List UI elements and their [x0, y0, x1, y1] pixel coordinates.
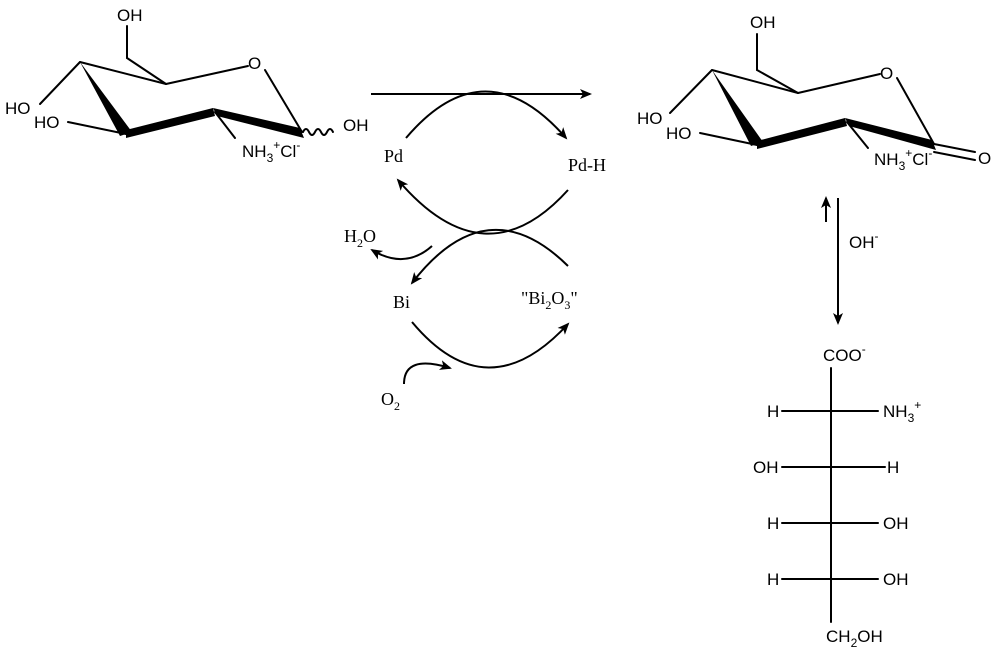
cl-text: Cl [912, 150, 928, 169]
wedge-c3-c2 [126, 108, 215, 138]
cl-charge: - [296, 138, 300, 152]
bi2o3-close: " [570, 288, 577, 308]
ho-left-label: HO [5, 99, 31, 118]
o2-input-arrow [403, 360, 452, 385]
ho-left-label: HO [637, 109, 663, 128]
row1-nh: NH [883, 402, 908, 421]
nh3-label: NH3+Cl- [242, 138, 300, 165]
hydrolysis-equilibrium: OH- [821, 196, 879, 325]
h2o-label: H2O [344, 226, 376, 250]
ho-lower-label: HO [34, 113, 60, 132]
bond-c4-c5 [711, 69, 799, 94]
pd-to-pdh-arc [405, 90, 568, 140]
bi-to-bi2o3-arc [411, 321, 570, 369]
ho-lower-label: HO [666, 124, 692, 143]
bi2o3-bi: "Bi [521, 288, 545, 308]
hydroxide-label: OH- [849, 229, 879, 252]
row4-left-label: H [767, 570, 779, 589]
o2-subscript: 2 [394, 399, 400, 413]
bond-c3-ho [699, 132, 758, 146]
carboxylate-label: COO- [823, 342, 866, 365]
nh3-text: NH [874, 150, 899, 169]
row3-right-label: OH [883, 514, 909, 533]
bi2o3-label: "Bi2O3" [521, 288, 578, 312]
wedge-c2-c1 [213, 108, 304, 138]
bond-carbonyl-2 [933, 151, 976, 161]
pd-h-label: Pd-H [568, 155, 606, 175]
carboxylate-text: COO [823, 346, 862, 365]
h2o-subscript: 2 [357, 236, 363, 250]
hydroxide-text: OH [849, 233, 875, 252]
pdh-to-pd-arc [396, 178, 569, 235]
wavy-bond-anomeric [302, 128, 334, 136]
bottom-sub: 2 [851, 636, 858, 650]
bond-o-c1 [264, 69, 303, 133]
row3-left-label: H [767, 514, 779, 533]
hydroxide-charge: - [875, 229, 879, 243]
oh-top-label: OH [750, 13, 776, 32]
bond-c5-o [165, 65, 249, 85]
bond-c5-o [797, 73, 881, 94]
bond-c4-ho [669, 69, 713, 114]
gluconolactone-product: OH O HO HO NH3+Cl- O [637, 13, 991, 173]
wedge-c3-c2 [757, 118, 847, 149]
ring-o-label: O [880, 64, 893, 83]
glucosamine-hydrochloride: OH O HO HO NH3+Cl- OH [5, 6, 369, 165]
row2-right-label: H [887, 458, 899, 477]
bi2o3-sub1: 2 [545, 298, 551, 312]
h2o-o: O [363, 226, 376, 246]
bond-c5-c6 [756, 69, 799, 94]
nh3-charge: + [273, 138, 280, 152]
nh3-subscript: 3 [899, 159, 906, 173]
row2-left-label: OH [753, 458, 779, 477]
h2o-release-arrow [370, 245, 433, 261]
carboxylate-charge: - [862, 342, 866, 356]
row1-left-label: H [767, 402, 779, 421]
nh3-charge: + [905, 146, 912, 160]
wedge-c4-c3 [712, 70, 763, 146]
o2-o: O [381, 389, 394, 409]
bond-c5-c6 [126, 57, 167, 85]
wedge-c2-c1 [845, 118, 936, 150]
cl-charge: - [928, 146, 932, 160]
row1-nh-sub: 3 [908, 411, 915, 425]
bi-label: Bi [393, 292, 410, 312]
bi2o3-to-bi-arc [410, 228, 569, 285]
bottom-oh: OH [857, 627, 883, 646]
bond-c4-c5 [79, 61, 167, 85]
bi2o3-sub2: 3 [564, 298, 570, 312]
bond-carbonyl-1 [933, 143, 976, 153]
bond-c4-ho [39, 61, 81, 105]
cl-text: Cl [280, 142, 296, 161]
oh-anomeric-label: OH [343, 116, 369, 135]
wedge-c4-c3 [80, 62, 132, 136]
nh3-label: NH3+Cl- [874, 146, 932, 173]
row4-right-label: OH [883, 570, 909, 589]
ring-o-label: O [248, 54, 261, 73]
catalytic-cycle: Pd Pd-H H2O Bi "Bi2O3" O2 [344, 90, 606, 413]
glucosaminate-fischer-projection: COO- H NH3+ OH H H OH H OH CH2OH [753, 342, 921, 650]
oh-top-label: OH [117, 6, 143, 25]
o2-label: O2 [381, 389, 400, 413]
pd-label: Pd [384, 146, 403, 166]
row1-nh-charge: + [914, 398, 921, 412]
carbonyl-o-label: O [978, 149, 991, 168]
nh3-text: NH [242, 142, 267, 161]
bond-c3-ho [67, 121, 127, 135]
h2o-h: H [344, 226, 357, 246]
bi2o3-o: O [551, 288, 564, 308]
row1-right-label: NH3+ [883, 398, 921, 425]
bottom-ch: CH [826, 627, 851, 646]
nh3-subscript: 3 [267, 151, 274, 165]
bond-o-c1 [896, 77, 935, 145]
bottom-ch2oh-label: CH2OH [826, 627, 883, 650]
